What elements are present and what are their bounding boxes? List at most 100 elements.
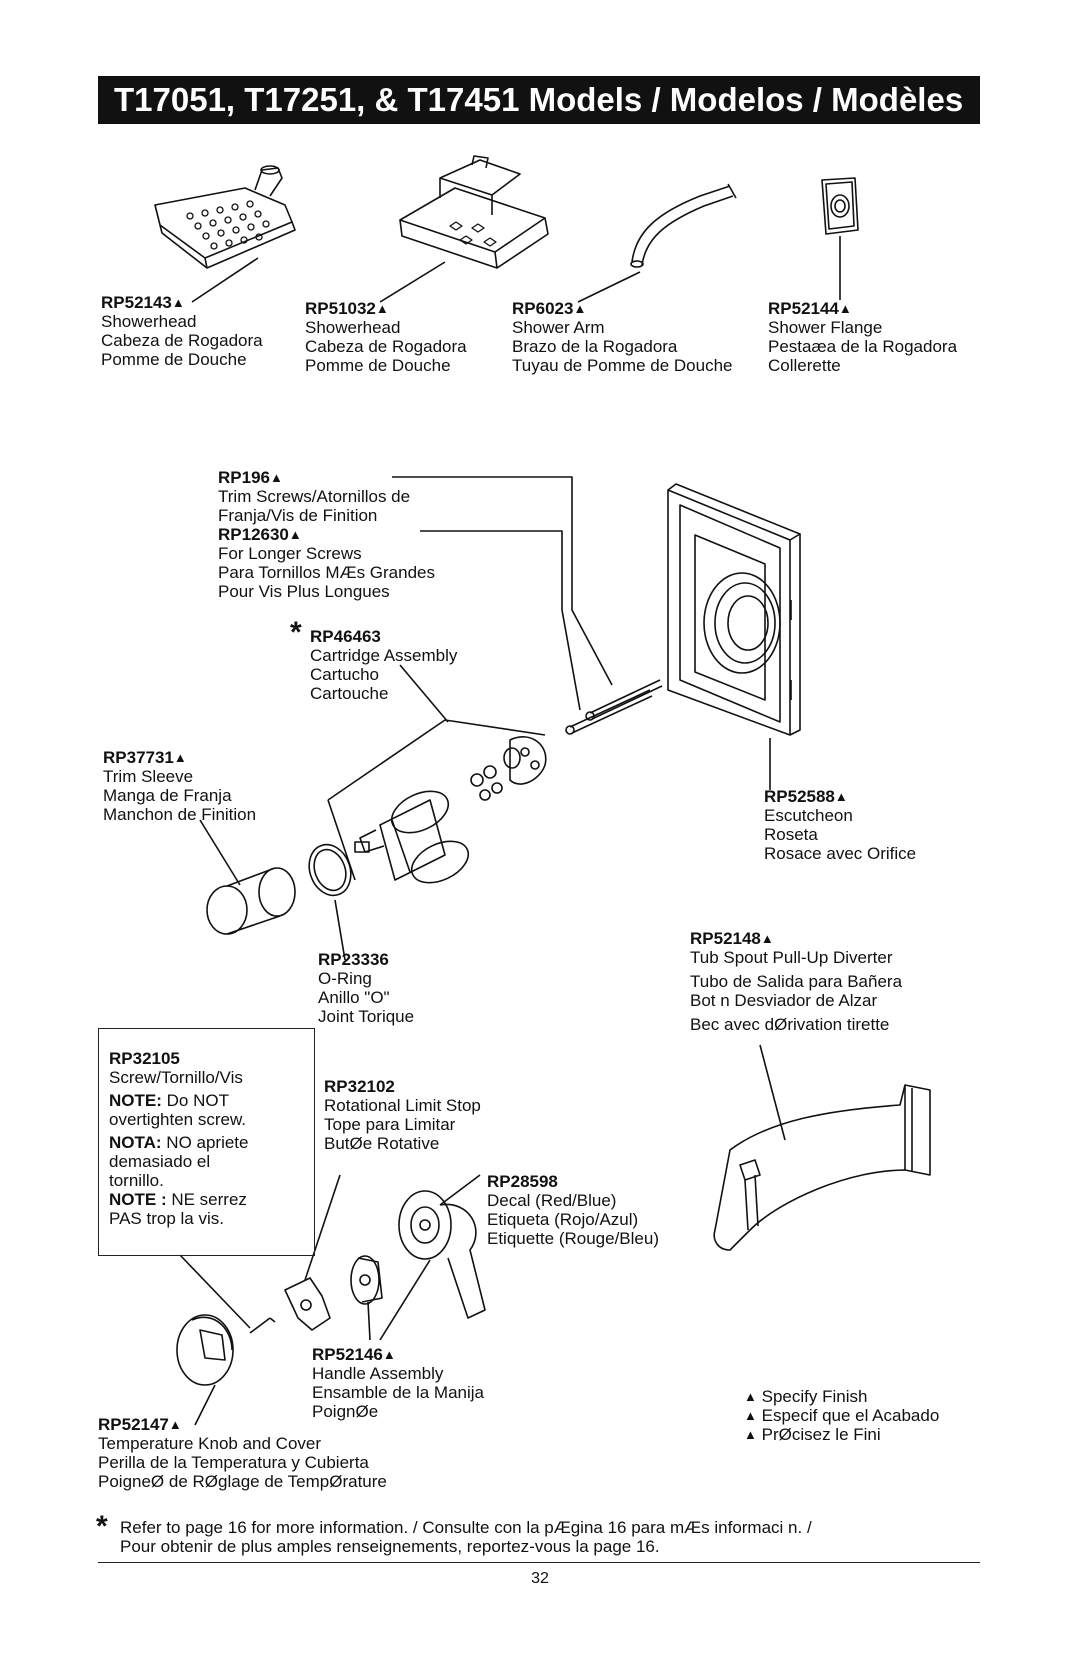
description-fr: PoignØe bbox=[312, 1402, 379, 1421]
part-number: RP52148 bbox=[690, 929, 761, 948]
description-en: Cartridge Assembly bbox=[310, 646, 458, 665]
showerhead-square-illustration bbox=[399, 155, 549, 269]
finish-triangle-icon: ▲ bbox=[838, 301, 852, 316]
part-label-rp52147: RP52147▲ Temperature Knob and Cover Peri… bbox=[98, 1415, 387, 1491]
description-es: Tubo de Salida para Bañera bbox=[690, 972, 903, 991]
trim-sleeve-illustration bbox=[206, 867, 296, 935]
part-number: RP37731 bbox=[103, 748, 174, 767]
part-number: RP52146 bbox=[312, 1345, 383, 1364]
finish-triangle-icon: ▲ bbox=[375, 301, 389, 316]
part-label-rp28598: RP28598 Decal (Red/Blue) Etiqueta (Rojo/… bbox=[487, 1172, 659, 1248]
description-en: Trim Sleeve bbox=[103, 767, 194, 786]
part-number: RP6023 bbox=[512, 299, 574, 318]
note-text: tornillo. bbox=[109, 1171, 164, 1190]
description: Trim Screws/Atornillos de bbox=[218, 487, 411, 506]
description-fr: Bec avec dØrivation tirette bbox=[690, 1015, 890, 1034]
finish-triangle-icon: ▲ bbox=[744, 1408, 757, 1423]
trim-screws-illustration bbox=[565, 679, 663, 735]
part-label-rp51032: RP51032▲ Showerhead Cabeza de Rogadora P… bbox=[305, 299, 467, 375]
finish-triangle-icon: ▲ bbox=[382, 1347, 396, 1362]
note-label-en: NOTE: bbox=[109, 1091, 162, 1110]
part-number: RP32105 bbox=[109, 1049, 180, 1068]
footer-line-1: Refer to page 16 for more information. /… bbox=[120, 1518, 812, 1537]
description-fr: Etiquette (Rouge/Bleu) bbox=[487, 1229, 659, 1248]
description-en: O-Ring bbox=[318, 969, 372, 988]
finish-triangle-icon: ▲ bbox=[171, 295, 185, 310]
part-number: RP52147 bbox=[98, 1415, 169, 1434]
note-text: demasiado el bbox=[109, 1152, 211, 1171]
description-es: Manga de Franja bbox=[103, 786, 232, 805]
finish-legend: ▲ Specify Finish ▲ Especif que el Acabad… bbox=[744, 1387, 939, 1444]
description-fr: Tuyau de Pomme de Douche bbox=[512, 356, 733, 375]
description-en: Tub Spout Pull-Up Diverter bbox=[690, 948, 893, 967]
legend-en: Specify Finish bbox=[761, 1387, 868, 1406]
description-fr: Joint Torique bbox=[318, 1007, 415, 1026]
part-number: RP52143 bbox=[101, 293, 172, 312]
note-label-es: NOTA: bbox=[109, 1133, 162, 1152]
part-label-rp32102: RP32102 Rotational Limit Stop Tope para … bbox=[324, 1077, 481, 1153]
part-label-rp52146: RP52146▲ Handle Assembly Ensamble de la … bbox=[312, 1345, 484, 1421]
description-es: Pestaæa de la Rogadora bbox=[768, 337, 958, 356]
handle-assembly-illustration bbox=[398, 1190, 486, 1319]
finish-triangle-icon: ▲ bbox=[744, 1389, 757, 1404]
screw-note-box bbox=[98, 1028, 315, 1256]
description-es: Ensamble de la Manija bbox=[312, 1383, 484, 1402]
description-en: Shower Flange bbox=[768, 318, 883, 337]
part-number: RP12630 bbox=[218, 525, 289, 544]
page-title: T17051, T17251, & T17451 Models / Modelo… bbox=[98, 76, 980, 124]
description-fr: Manchon de Finition bbox=[103, 805, 257, 824]
description-en: Temperature Knob and Cover bbox=[98, 1434, 322, 1453]
part-label-rp32105: RP32105 Screw/Tornillo/Vis NOTE: Do NOT … bbox=[109, 1049, 249, 1228]
description-en: Showerhead bbox=[101, 312, 197, 331]
description-es: Para Tornillos MÆs Grandes bbox=[218, 563, 435, 582]
finish-triangle-icon: ▲ bbox=[834, 789, 848, 804]
footer-line-2: Pour obtenir de plus amples renseignemen… bbox=[120, 1537, 660, 1556]
part-label-rp52143: RP52143▲ Showerhead Cabeza de Rogadora P… bbox=[101, 293, 263, 369]
description: Screw/Tornillo/Vis bbox=[109, 1068, 243, 1087]
part-label-rp23336: RP23336 O-Ring Anillo "O" Joint Torique bbox=[318, 950, 414, 1026]
part-number: RP28598 bbox=[487, 1172, 558, 1191]
description-en: Showerhead bbox=[305, 318, 401, 337]
description-fr: Collerette bbox=[768, 356, 841, 375]
description-es: Brazo de la Rogadora bbox=[512, 337, 678, 356]
part-label-rp52148: RP52148▲ Tub Spout Pull-Up Diverter Tubo… bbox=[690, 929, 902, 1034]
part-label-rp52144: RP52144▲ Shower Flange Pestaæa de la Rog… bbox=[768, 299, 957, 375]
part-label-rp37731: RP37731▲ Trim Sleeve Manga de Franja Man… bbox=[103, 748, 256, 824]
finish-triangle-icon: ▲ bbox=[269, 470, 283, 485]
description-fr: Pomme de Douche bbox=[101, 350, 247, 369]
escutcheon-illustration bbox=[667, 483, 801, 736]
finish-triangle-icon: ▲ bbox=[168, 1417, 182, 1432]
tub-spout-illustration bbox=[713, 1084, 931, 1251]
finish-triangle-icon: ▲ bbox=[173, 750, 187, 765]
description-en: Shower Arm bbox=[512, 318, 605, 337]
finish-triangle-icon: ▲ bbox=[744, 1427, 757, 1442]
description-en: Rotational Limit Stop bbox=[324, 1096, 481, 1115]
showerhead-rectangular-illustration bbox=[154, 165, 296, 269]
description-fr: Rosace avec Orifice bbox=[764, 844, 917, 863]
part-label-rp6023: RP6023▲ Shower Arm Brazo de la Rogadora … bbox=[512, 299, 733, 375]
description-es: Cartucho bbox=[310, 665, 379, 684]
shower-flange-illustration bbox=[821, 177, 859, 235]
description-es: Cabeza de Rogadora bbox=[305, 337, 467, 356]
cartridge-assembly-illustration bbox=[354, 736, 547, 884]
part-label-rp46463: RP46463 Cartridge Assembly Cartucho Cart… bbox=[310, 627, 457, 703]
finish-triangle-icon: ▲ bbox=[288, 527, 302, 542]
footer-divider bbox=[98, 1562, 980, 1563]
part-label-rp52588: RP52588▲ Escutcheon Roseta Rosace avec O… bbox=[764, 787, 916, 863]
part-number: RP52588 bbox=[764, 787, 835, 806]
note-text: PAS trop la vis. bbox=[109, 1209, 224, 1228]
part-label-rp196: RP196▲ Trim Screws/Atornillos de Franja/… bbox=[218, 468, 435, 601]
page-number: 32 bbox=[531, 1570, 549, 1587]
description: Franja/Vis de Finition bbox=[218, 506, 378, 525]
o-ring-illustration bbox=[308, 843, 352, 897]
note-text: Do NOT bbox=[161, 1091, 229, 1110]
description-en: Escutcheon bbox=[764, 806, 853, 825]
description-fr: Cartouche bbox=[310, 684, 389, 703]
see-page-note-star-icon: * bbox=[290, 616, 302, 649]
rotational-limit-stop-illustration bbox=[284, 1277, 331, 1331]
legend-fr: PrØcisez le Fini bbox=[761, 1425, 881, 1444]
description-en: Handle Assembly bbox=[312, 1364, 444, 1383]
description-en: Decal (Red/Blue) bbox=[487, 1191, 617, 1210]
part-number: RP52144 bbox=[768, 299, 839, 318]
